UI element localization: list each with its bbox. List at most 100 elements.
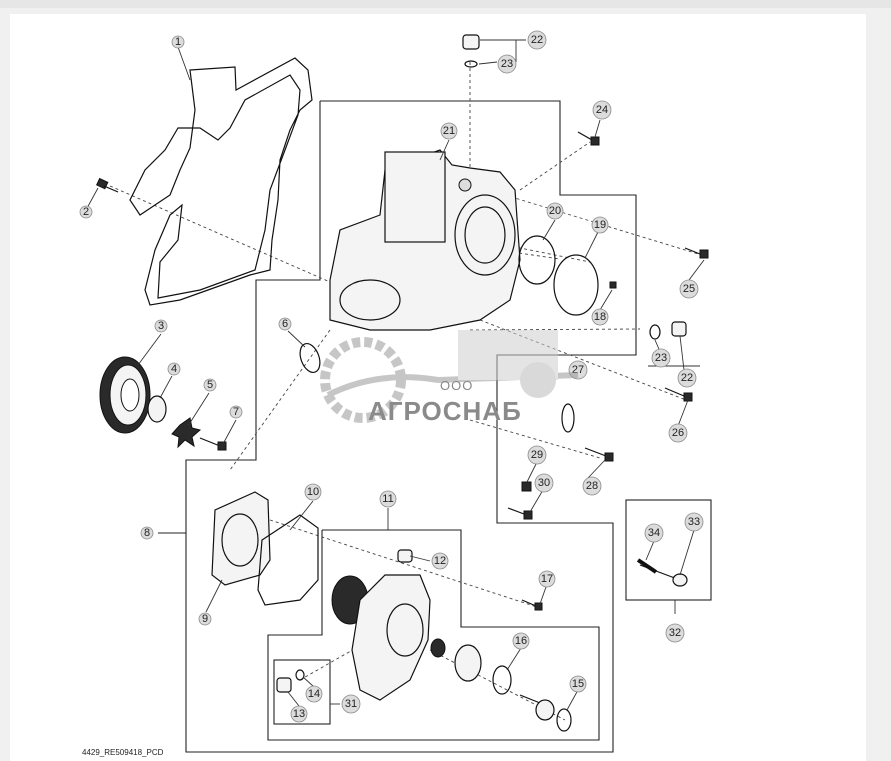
front-cover-housing [329,149,521,331]
svg-text:32: 32 [669,627,681,639]
snap-ring-16 [492,665,512,695]
callout-25[interactable]: 25 [679,279,699,299]
group-box-32 [625,499,712,601]
svg-text:15: 15 [572,678,584,690]
svg-text:12: 12 [434,555,446,567]
callout-19[interactable]: 19 [591,216,609,234]
callout-30[interactable]: 30 [534,473,554,493]
plug-22-top [462,34,480,68]
callout-6[interactable]: 6 [278,317,292,331]
svg-text:7: 7 [233,406,239,418]
pump-shaft [519,694,555,721]
bolt-7 [199,437,227,451]
svg-text:19: 19 [594,219,606,231]
callout-33[interactable]: 33 [684,512,704,532]
seal-27 [561,403,575,433]
svg-text:24: 24 [596,104,608,116]
pump-bearing [454,644,482,682]
callout-14[interactable]: 14 [305,685,323,703]
group-box-water-pump [267,529,600,741]
svg-text:33: 33 [688,516,700,528]
top-bar [0,0,891,8]
bolt-2 [96,177,119,193]
callout-13[interactable]: 13 [290,705,308,723]
callout-34[interactable]: 34 [644,523,664,543]
bolt-26 [664,387,693,402]
callout-22-top[interactable]: 22 [527,30,547,50]
callout-22-side[interactable]: 22 [677,368,697,388]
callout-9[interactable]: 9 [198,612,212,626]
svg-text:10: 10 [307,486,319,498]
callout-32[interactable]: 32 [665,623,685,643]
watermark-company: ООО [440,378,474,393]
bolt-30 [507,507,533,520]
svg-text:30: 30 [538,477,550,489]
svg-text:20: 20 [549,205,561,217]
plug-22-side [649,321,687,340]
svg-text:16: 16 [515,635,527,647]
seal-ring-19 [553,254,599,316]
svg-text:18: 18 [594,311,606,323]
callout-8[interactable]: 8 [140,526,154,540]
svg-text:34: 34 [648,527,660,539]
svg-text:5: 5 [207,379,213,391]
svg-text:11: 11 [382,493,393,505]
svg-text:23: 23 [655,352,667,364]
idler-gear [99,356,151,434]
svg-text:22: 22 [531,34,543,46]
svg-text:13: 13 [293,708,305,720]
watermark-logo [320,330,579,423]
svg-text:28: 28 [586,480,598,492]
o-ring-6 [299,342,321,374]
callout-11[interactable]: 11 [379,490,397,508]
diagram-sheet [10,14,866,761]
stud-33 [636,558,688,587]
callout-28[interactable]: 28 [582,476,602,496]
front-cover-gasket [129,57,313,306]
nut-29 [521,481,532,492]
cover-plate-9 [211,491,271,586]
callout-1[interactable]: 1 [171,35,185,49]
callout-10[interactable]: 10 [304,483,322,501]
svg-text:14: 14 [308,688,320,700]
callout-31[interactable]: 31 [341,694,361,714]
callout-18[interactable]: 18 [591,308,609,326]
svg-text:9: 9 [202,613,208,625]
svg-text:29: 29 [531,449,543,461]
svg-text:8: 8 [144,527,150,539]
callout-20[interactable]: 20 [546,202,564,220]
callout-5[interactable]: 5 [203,378,217,392]
plug-12 [397,549,413,563]
screw-18 [609,281,617,289]
svg-text:22: 22 [681,372,693,384]
group-box-31 [273,659,331,725]
callout-17[interactable]: 17 [538,570,556,588]
ring-15 [556,708,572,732]
plug-13 [276,677,292,693]
seal-ring-20 [518,235,556,285]
callout-26[interactable]: 26 [668,423,688,443]
svg-text:23: 23 [501,58,513,70]
cover-plate-9-recess [221,513,259,567]
callout-15[interactable]: 15 [569,675,587,693]
svg-text:26: 26 [672,427,684,439]
callout-7[interactable]: 7 [229,405,243,419]
bolt-17 [521,599,543,611]
callout-24[interactable]: 24 [592,100,612,120]
callout-23-top[interactable]: 23 [497,54,517,74]
callout-4[interactable]: 4 [167,362,181,376]
callout-16[interactable]: 16 [512,632,530,650]
callout-21[interactable]: 21 [440,122,458,140]
callout-3[interactable]: 3 [154,319,168,333]
gasket-10 [257,514,319,606]
callout-23-side[interactable]: 23 [651,348,671,368]
pump-seal [430,638,446,658]
callout-2[interactable]: 2 [79,205,93,219]
callout-12[interactable]: 12 [431,552,449,570]
callout-29[interactable]: 29 [527,445,547,465]
svg-text:4: 4 [171,363,177,375]
svg-text:25: 25 [683,283,695,295]
svg-text:17: 17 [541,573,553,585]
